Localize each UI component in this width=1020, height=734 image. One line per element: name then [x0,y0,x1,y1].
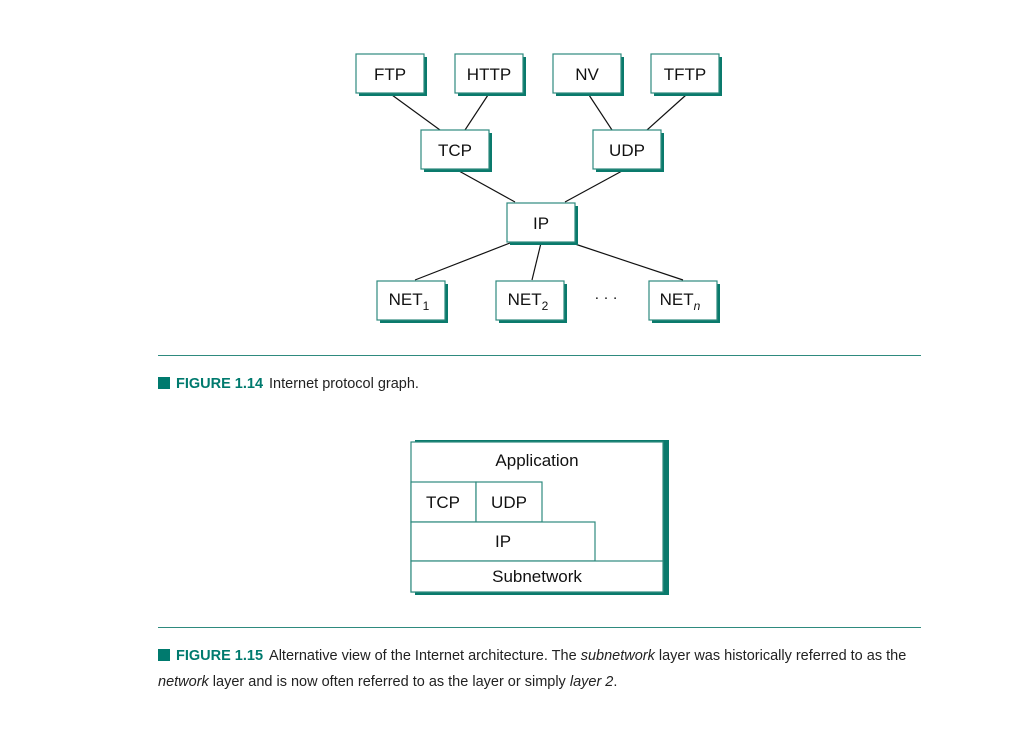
svg-text:NETn: NETn [660,290,701,313]
node-net1: NET1 [376,280,448,323]
node-tcp-label: TCP [438,141,472,160]
edge-tftp-udp [646,94,687,131]
layer-tcp: TCP [410,481,477,523]
figure-1-15-caption-italic-2: network [158,674,209,690]
node-ip: IP [506,202,578,245]
architecture-layers: Application TCP UDP IP Subnetwork [410,440,669,595]
figure-1-15-caption-text-1: Alternative view of the Internet archite… [269,648,581,664]
figure-1-15-label: FIGURE 1.15 [176,648,264,664]
node-net1-label: NET [389,290,423,309]
svg-text:NET2: NET2 [508,290,549,313]
node-net1-subscript: 1 [423,299,430,313]
caption-marker-icon [158,649,170,661]
edge-ip-netn [571,242,684,281]
layer-subnetwork-label: Subnetwork [492,567,582,586]
node-udp-label: UDP [609,141,645,160]
node-ftp-label: FTP [374,65,406,84]
node-http: HTTP [454,53,526,96]
net-ellipsis: · · · [594,289,617,306]
edge-ip-net2 [531,242,542,281]
figure-1-15-caption-text-4: . [613,674,618,690]
edge-ip-net1 [414,242,511,281]
graph-edges [391,94,687,281]
node-http-label: HTTP [467,65,511,84]
figure-1-14-rule [158,355,921,356]
node-netn-label: NET [660,290,694,309]
layer-ip: IP [410,521,596,562]
layer-udp-label: UDP [491,493,527,512]
node-ftp: FTP [355,53,427,96]
layer-tcp-label: TCP [426,493,460,512]
figure-1-15-rule [158,627,921,628]
node-nv-label: NV [575,65,599,84]
node-netn-subscript: n [694,299,701,313]
figure-1-14-label: FIGURE 1.14 [176,376,264,392]
figure-1-14-caption: FIGURE 1.14 Internet protocol graph. [158,371,928,397]
node-udp: UDP [592,129,664,172]
node-tftp-label: TFTP [664,65,707,84]
node-net2-subscript: 2 [542,299,549,313]
node-ip-label: IP [533,214,549,233]
figure-1-15-caption-italic-1: subnetwork [580,648,655,664]
svg-text:NET1: NET1 [389,290,430,313]
figure-1-15-caption: FIGURE 1.15 Alternative view of the Inter… [158,643,928,695]
node-nv: NV [552,53,624,96]
node-tcp: TCP [420,129,492,172]
figure-1-15-caption-italic-3: layer 2 [569,674,614,690]
node-tftp: TFTP [650,53,722,96]
layer-subnetwork: Subnetwork [410,560,664,593]
edge-http-tcp [464,94,489,131]
edge-ftp-tcp [391,94,441,131]
caption-marker-icon [158,377,170,389]
layer-udp: UDP [475,481,543,523]
edge-tcp-ip [458,170,516,203]
node-net2: NET2 [495,280,567,323]
edge-udp-ip [564,170,623,203]
node-net2-label: NET [508,290,542,309]
edge-nv-udp [588,94,613,131]
figure-1-15-caption-text-2: layer was historically referred to as th… [654,648,907,664]
layer-application-label: Application [495,451,578,470]
node-netn: NETn [648,280,720,323]
protocol-graph: FTP HTTP NV TFTP TCP UDP IP NET1 NET2 [355,53,722,323]
layer-ip-label: IP [495,532,511,551]
figure-1-15-caption-text-3: layer and is now often referred to as th… [208,674,570,690]
figure-1-14-caption-text: Internet protocol graph. [269,376,419,392]
